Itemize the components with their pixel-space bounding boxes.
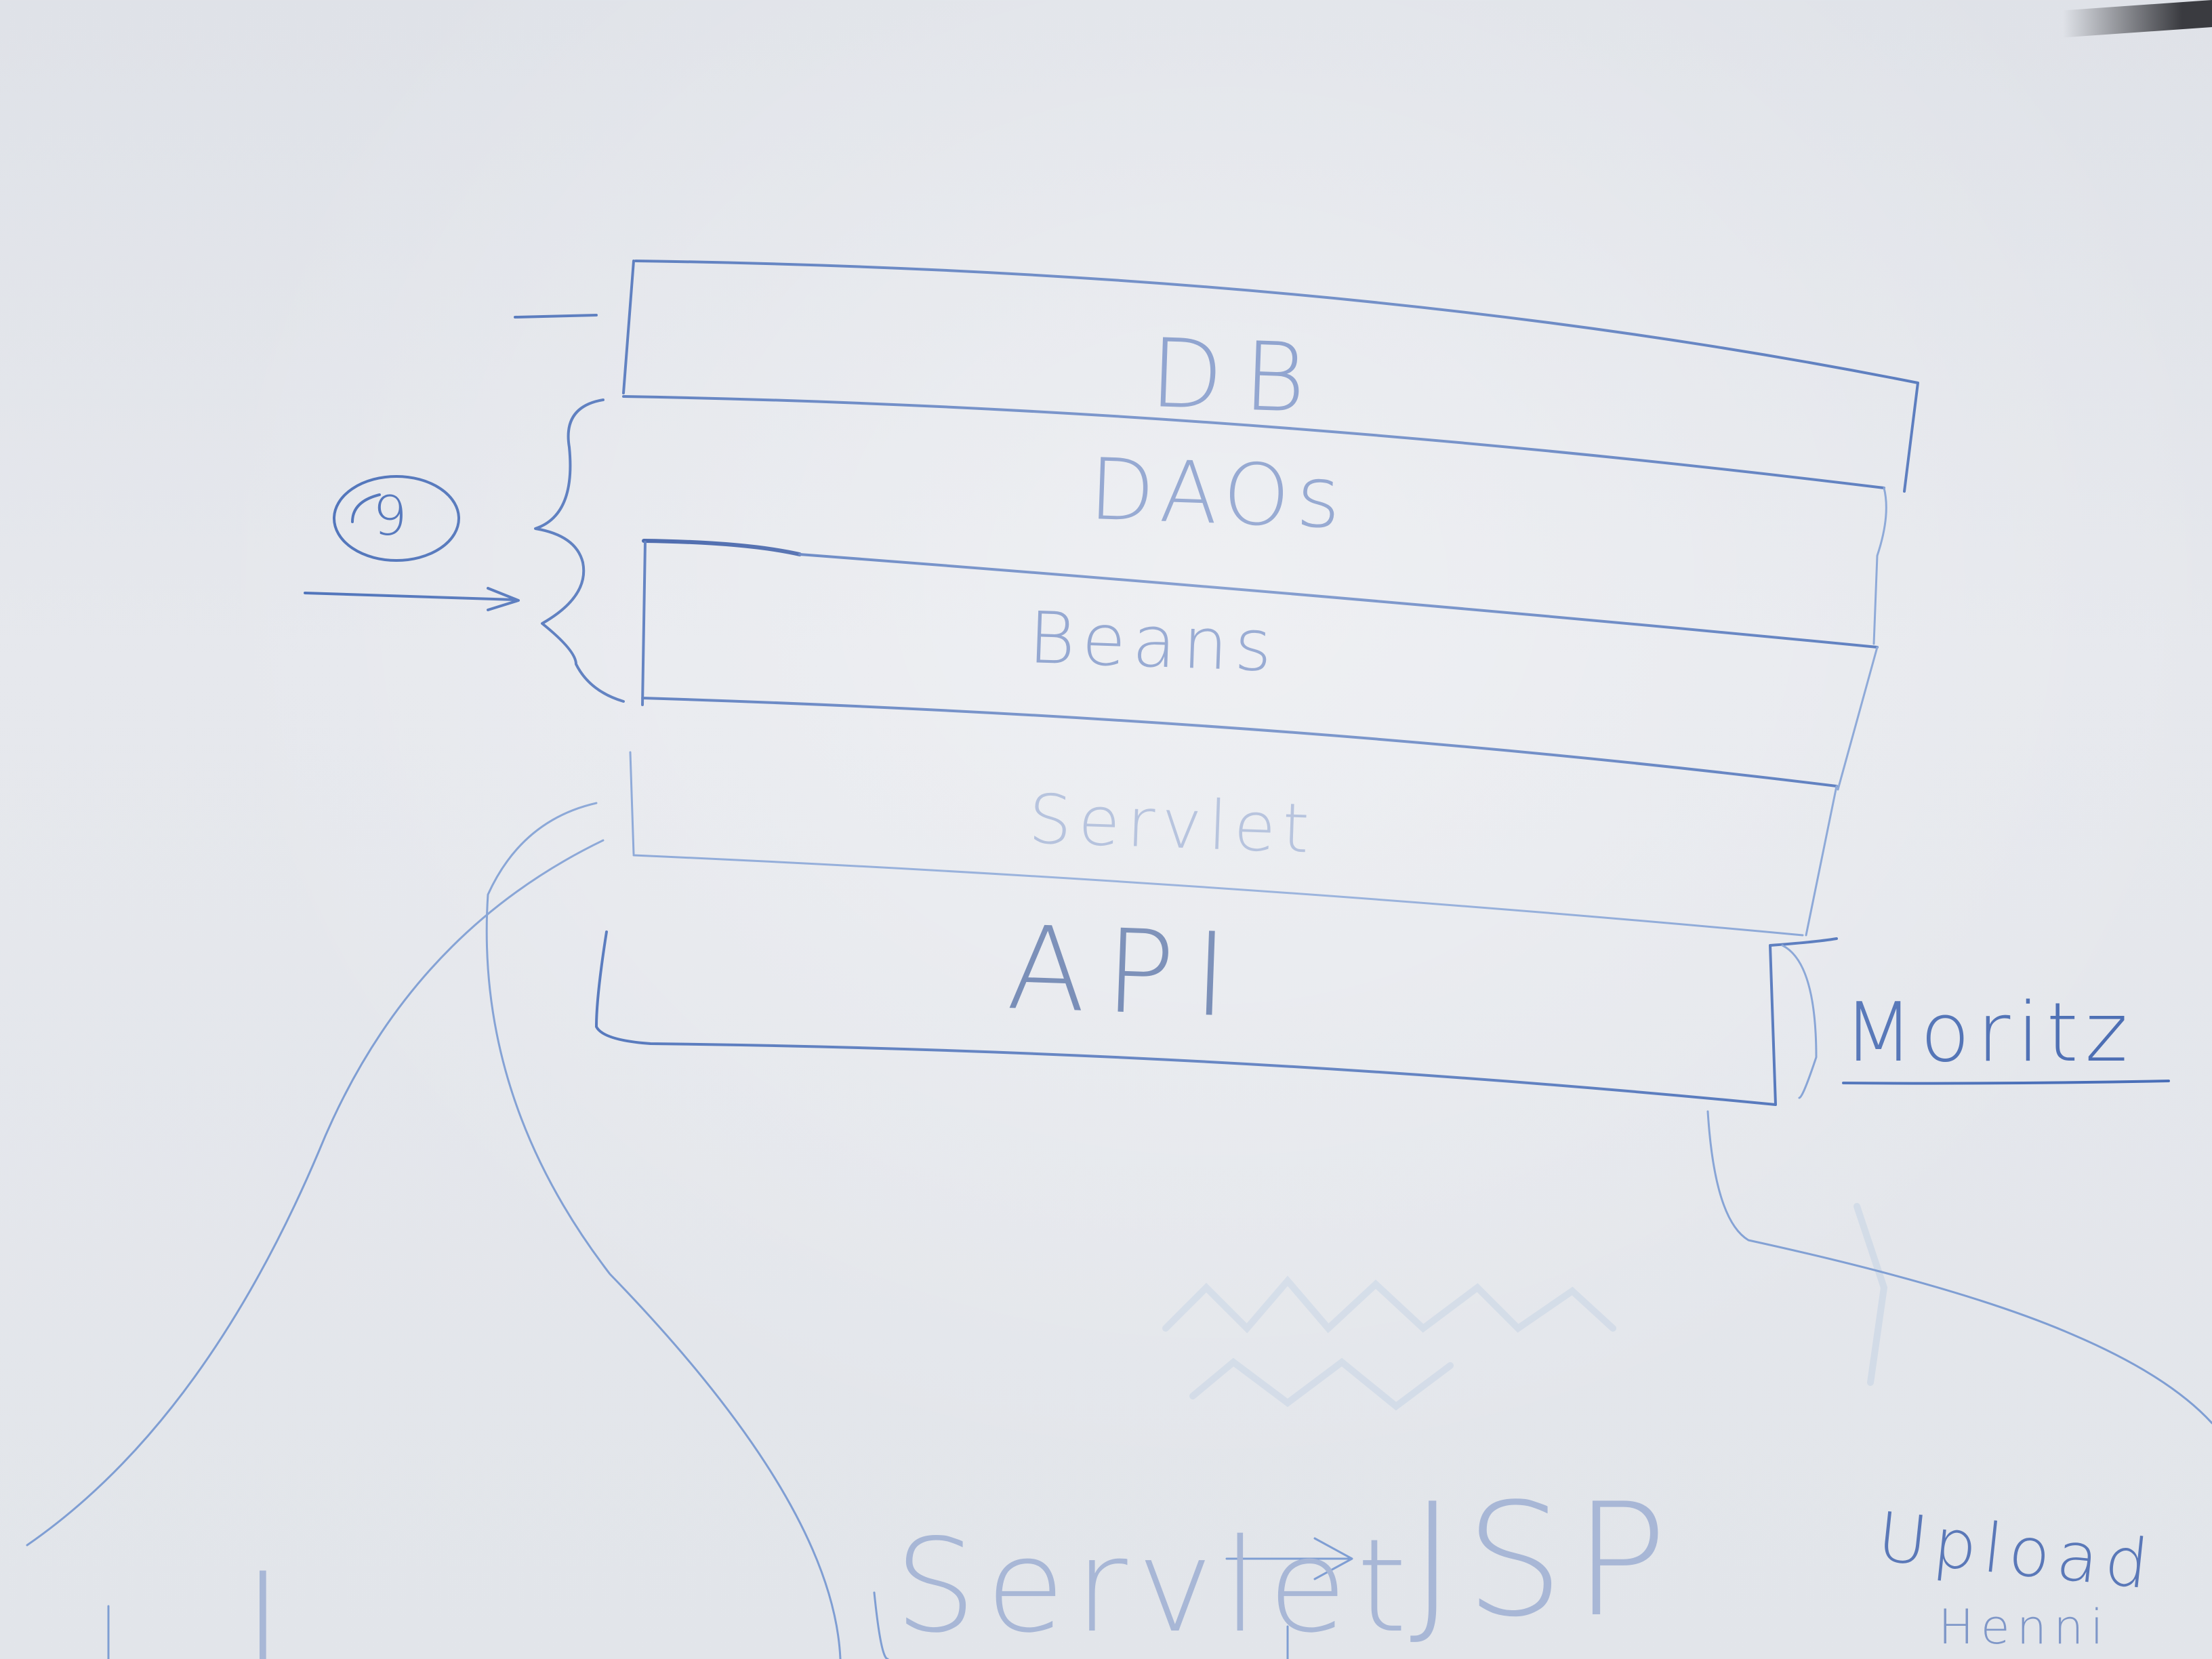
left-annotations (26, 314, 842, 1659)
servlet-layer-box (629, 751, 1838, 937)
api-layer-box (595, 930, 1838, 1106)
daos-label: DAOs (1087, 441, 1349, 548)
right-curve (1706, 1110, 2212, 1425)
beans-layer-box (641, 541, 1879, 787)
moritz-note: Moritz (1843, 986, 2135, 1080)
beans-layer-top (642, 539, 802, 556)
left-curve-outer (485, 802, 842, 1659)
erased-writing (1162, 1203, 1888, 1411)
beans-label: Beans (1027, 596, 1280, 688)
db-layer-box (622, 260, 1919, 493)
daos-layer-box (1872, 487, 1887, 645)
layer-stack (595, 260, 1919, 1106)
upload-sub-note: Henni (1938, 1599, 2110, 1655)
circle-number: 9 (373, 485, 414, 548)
flow-arrow-icon (1225, 1537, 1353, 1580)
jsp-flow-label: JSP (1410, 1471, 1677, 1652)
servlet-label: Servlet (1027, 779, 1317, 869)
bottom-flow (107, 1537, 1353, 1659)
moritz-underline (1842, 1080, 2170, 1085)
servlet-flow-label: Servlet (895, 1511, 1417, 1659)
db-label: DB (1148, 319, 1328, 435)
brace-lower (541, 561, 625, 703)
api-label: API (1005, 901, 1249, 1044)
tick-line (514, 314, 598, 319)
bottom-left-fragment: I (244, 1545, 292, 1659)
brace-upper (534, 398, 605, 564)
left-curve-inner (26, 839, 605, 1547)
right-annotations (1706, 1080, 2212, 1425)
arrow-in (304, 587, 520, 611)
circle-mark (333, 475, 460, 562)
